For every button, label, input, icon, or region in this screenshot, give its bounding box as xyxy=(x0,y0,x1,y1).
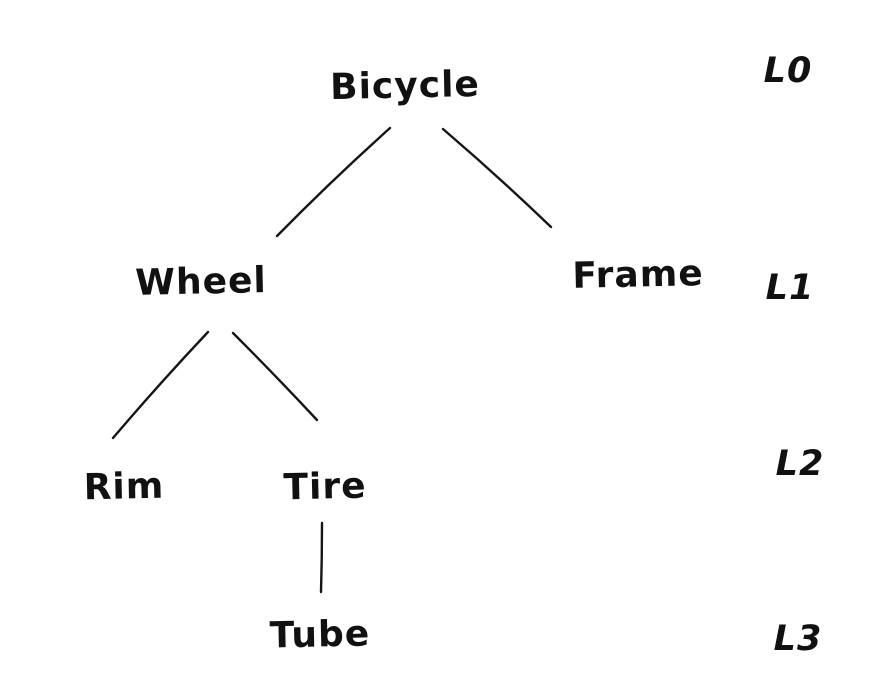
node-tire: Tire xyxy=(283,465,367,509)
node-rim: Rim xyxy=(83,465,165,509)
node-wheel: Wheel xyxy=(134,260,268,304)
level-label-l2: L2 xyxy=(775,444,825,484)
level-label-l1: L1 xyxy=(765,268,815,308)
edge-wheel-rim xyxy=(111,330,210,440)
edge-wheel-tire xyxy=(231,331,319,422)
level-label-l0: L0 xyxy=(763,51,813,91)
node-frame: Frame xyxy=(571,253,705,297)
node-bicycle: Bicycle xyxy=(329,63,481,109)
level-label-l3: L3 xyxy=(773,619,823,659)
edge-bicycle-frame xyxy=(441,127,553,229)
edge-bicycle-wheel xyxy=(275,126,392,238)
node-tube: Tube xyxy=(269,613,371,657)
edge-tire-tube xyxy=(319,521,324,594)
